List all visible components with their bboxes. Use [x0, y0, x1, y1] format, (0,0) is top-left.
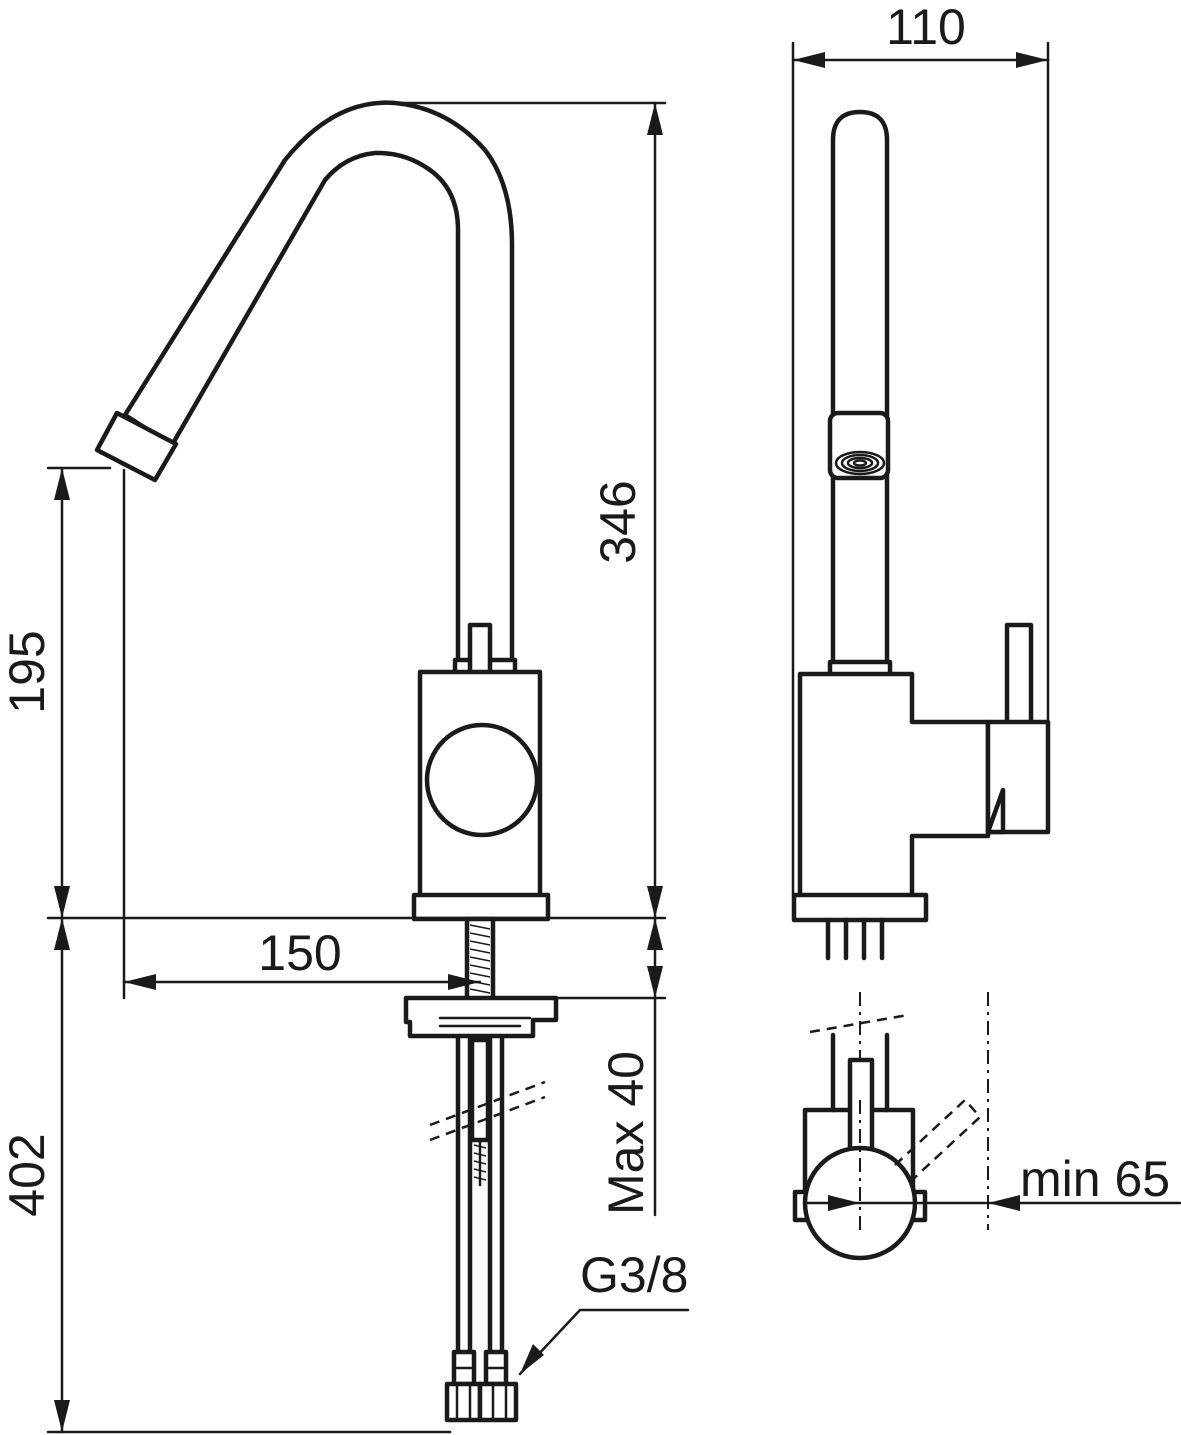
dim-max-deck-thickness: Max 40 [598, 1051, 654, 1215]
swung-lever-outline [894, 1098, 982, 1183]
clearance-view: min 65 [792, 992, 1181, 1261]
handle-disc [424, 722, 540, 838]
aerator-tip [94, 410, 179, 483]
connection-nut-left [444, 1381, 483, 1423]
front-view [791, 109, 1051, 961]
front-view-dimensions: 110 [791, 0, 1050, 897]
front-body [797, 671, 991, 900]
dim-spout-height: 195 [0, 630, 55, 713]
base-plate [411, 892, 551, 922]
dim-depth-width: 110 [886, 0, 966, 55]
side-view [94, 100, 559, 1423]
dim-overall-height: 346 [590, 480, 646, 563]
front-aerator [827, 410, 891, 481]
break-line-lower [429, 1095, 546, 1142]
gooseneck-spout [122, 100, 515, 673]
front-spout [830, 109, 890, 668]
connection-nut-right [477, 1381, 519, 1423]
front-lever-stem [1004, 622, 1034, 738]
dim-spout-reach: 150 [258, 925, 341, 981]
side-view-dimensions: 346 195 402 150 Max 40 G3/8 [0, 101, 690, 1434]
front-base-plate [791, 892, 929, 923]
dim-connection-thread: G3/8 [580, 1247, 688, 1303]
center-rod [469, 1037, 491, 1143]
dim-min-clearance: min 65 [1020, 1151, 1170, 1207]
break-line-upper [429, 1080, 546, 1127]
dim-below-deck-length: 402 [0, 1133, 55, 1216]
